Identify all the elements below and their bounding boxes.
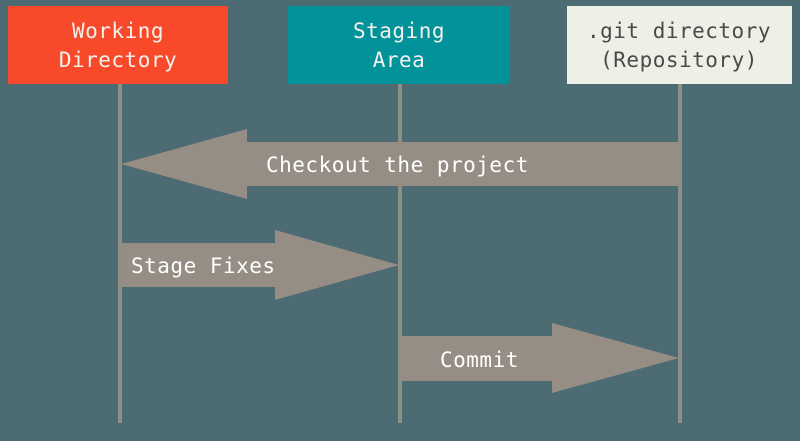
node-git-directory-line2: (Repository)	[600, 48, 758, 72]
arrow-checkout-shape	[121, 129, 680, 199]
arrow-stage-fixes: Stage Fixes	[121, 230, 399, 300]
arrow-label-commit: Commit	[440, 348, 519, 372]
node-working-directory[interactable]: Working Directory	[8, 6, 228, 84]
node-working-directory-box[interactable]	[8, 6, 228, 84]
arrow-label-stage-fixes: Stage Fixes	[131, 254, 276, 278]
node-working-directory-line1: Working	[72, 19, 164, 43]
node-working-directory-line2: Directory	[59, 48, 177, 72]
node-staging-area-line2: Area	[373, 48, 426, 72]
node-staging-area-box[interactable]	[288, 6, 510, 84]
node-git-directory[interactable]: .git directory (Repository)	[567, 6, 792, 84]
node-git-directory-line1: .git directory	[587, 19, 771, 43]
node-git-directory-box[interactable]	[567, 6, 792, 84]
arrow-commit: Commit	[400, 323, 679, 393]
node-staging-area[interactable]: Staging Area	[288, 6, 510, 84]
arrow-stage-fixes-shape	[121, 230, 399, 300]
node-staging-area-line1: Staging	[353, 19, 445, 43]
arrow-checkout-the-project: Checkout the project	[121, 129, 680, 199]
arrow-label-checkout-the-project: Checkout the project	[266, 153, 529, 177]
arrow-commit-shape	[400, 323, 679, 393]
